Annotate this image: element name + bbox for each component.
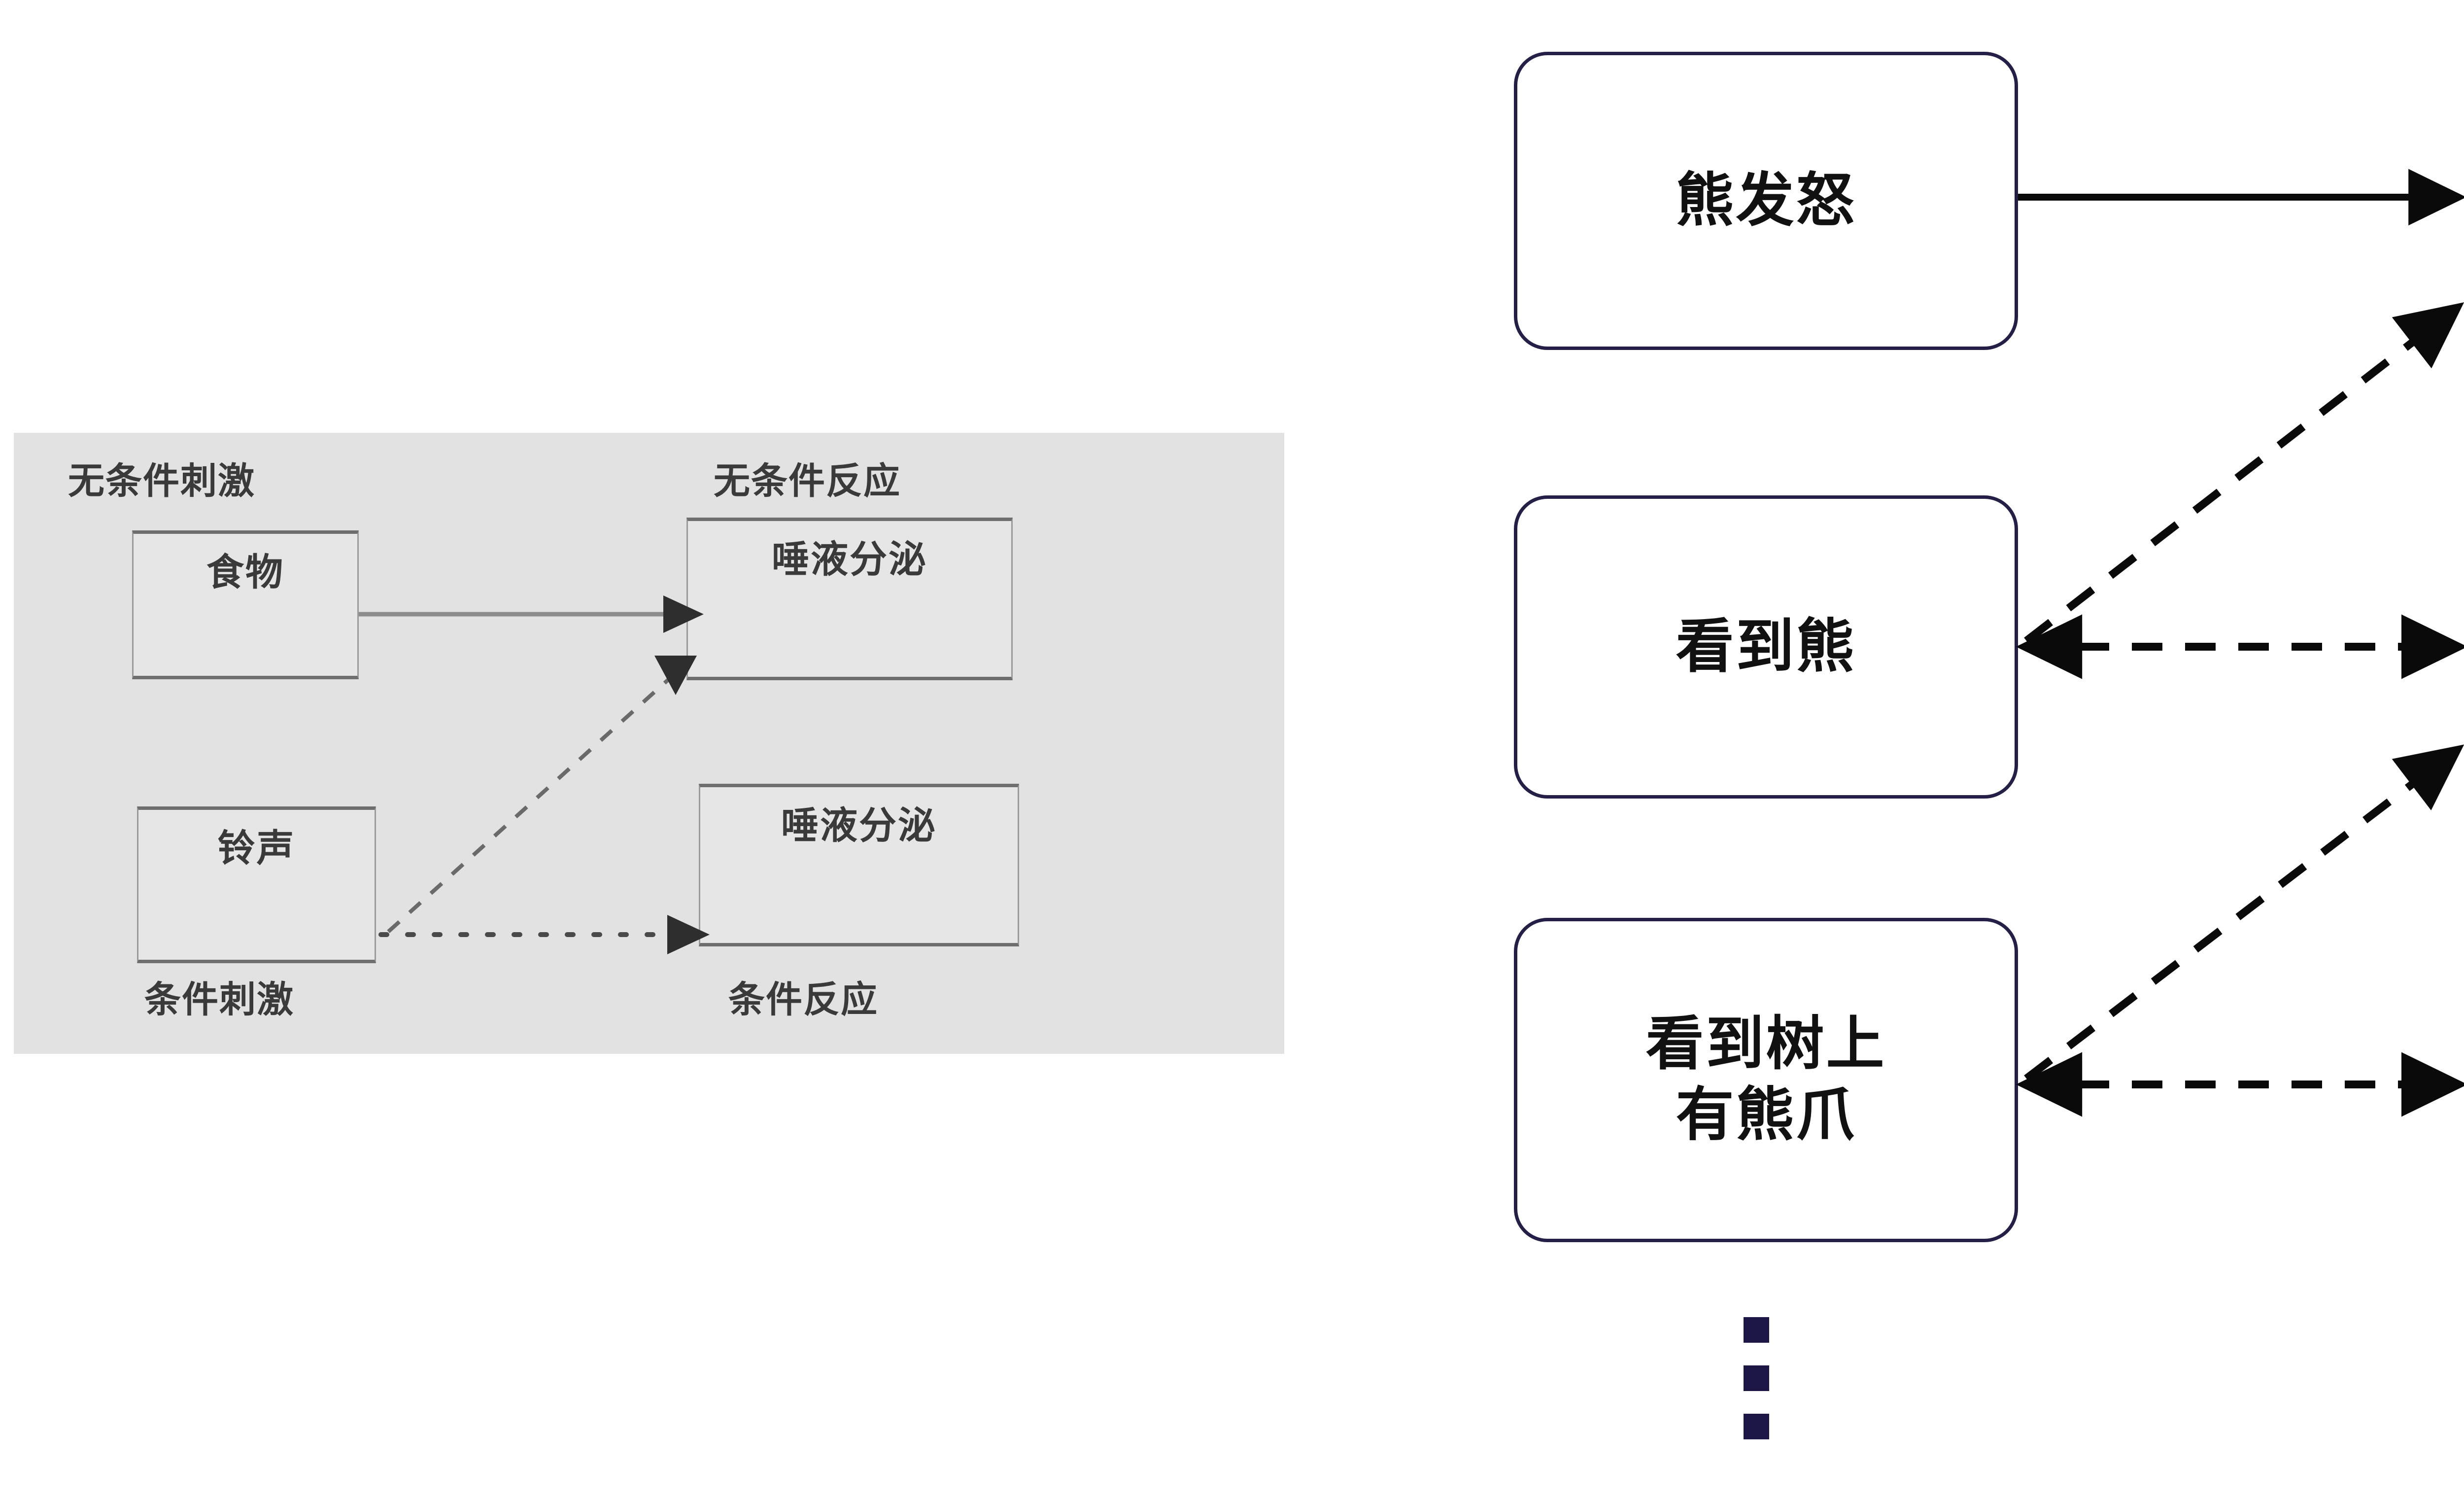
label-conditioned-stimulus: 条件刺激 [144, 979, 294, 1020]
state-box-see-bear-label: 看到熊 [1676, 614, 1856, 679]
state-box-bear-angry-label: 熊发怒 [1676, 168, 1856, 233]
classical-conditioning-panel: 无条件刺激 无条件反应 条件刺激 条件反应 食物 铃声 唾液分泌 唾液分泌 [14, 433, 1284, 1054]
ellipsis-dot [1744, 1365, 1769, 1391]
ellipsis-dot [1744, 1317, 1769, 1343]
label-unconditioned-stimulus: 无条件刺激 [68, 460, 255, 501]
label-unconditioned-response: 无条件反应 [714, 460, 901, 501]
td-learning-panel: 熊发怒 看到熊 看到树上 有熊爪 奖励 V(s′) V(s) [1429, 0, 2464, 1499]
state-box-claw-line1: 看到树上 [1645, 1011, 1886, 1077]
cc-box-salivation-bottom: 唾液分泌 [699, 784, 1019, 946]
edge-see-bear-to-reward [2024, 302, 2464, 644]
state-box-see-bear[interactable]: 看到熊 [1514, 495, 2018, 799]
state-box-claw-on-tree-label: 看到树上 有熊爪 [1645, 1009, 1886, 1151]
cc-box-bell: 铃声 [137, 806, 376, 963]
cc-box-salivation-top: 唾液分泌 [686, 518, 1013, 680]
cc-box-salivation-bottom-label: 唾液分泌 [781, 805, 937, 847]
label-conditioned-response: 条件反应 [728, 979, 878, 1020]
state-box-bear-angry[interactable]: 熊发怒 [1514, 52, 2018, 350]
cc-box-food: 食物 [132, 530, 359, 679]
arrow-bell-to-salivation-top [387, 656, 697, 933]
cc-box-salivation-top-label: 唾液分泌 [772, 539, 927, 581]
arrow-bell-to-salivation-bottom [378, 915, 710, 954]
state-box-claw-on-tree[interactable]: 看到树上 有熊爪 [1514, 918, 2018, 1242]
ellipsis-states [1744, 1317, 1769, 1439]
cc-box-food-label: 食物 [206, 552, 284, 593]
classical-arrows-layer [359, 595, 710, 954]
ellipsis-dot [1744, 1414, 1769, 1439]
arrow-food-to-salivation [359, 595, 704, 633]
edge-claw-to-vsp [2024, 744, 2464, 1082]
cc-box-bell-label: 铃声 [217, 828, 296, 870]
state-box-claw-line2: 有熊爪 [1676, 1082, 1856, 1148]
